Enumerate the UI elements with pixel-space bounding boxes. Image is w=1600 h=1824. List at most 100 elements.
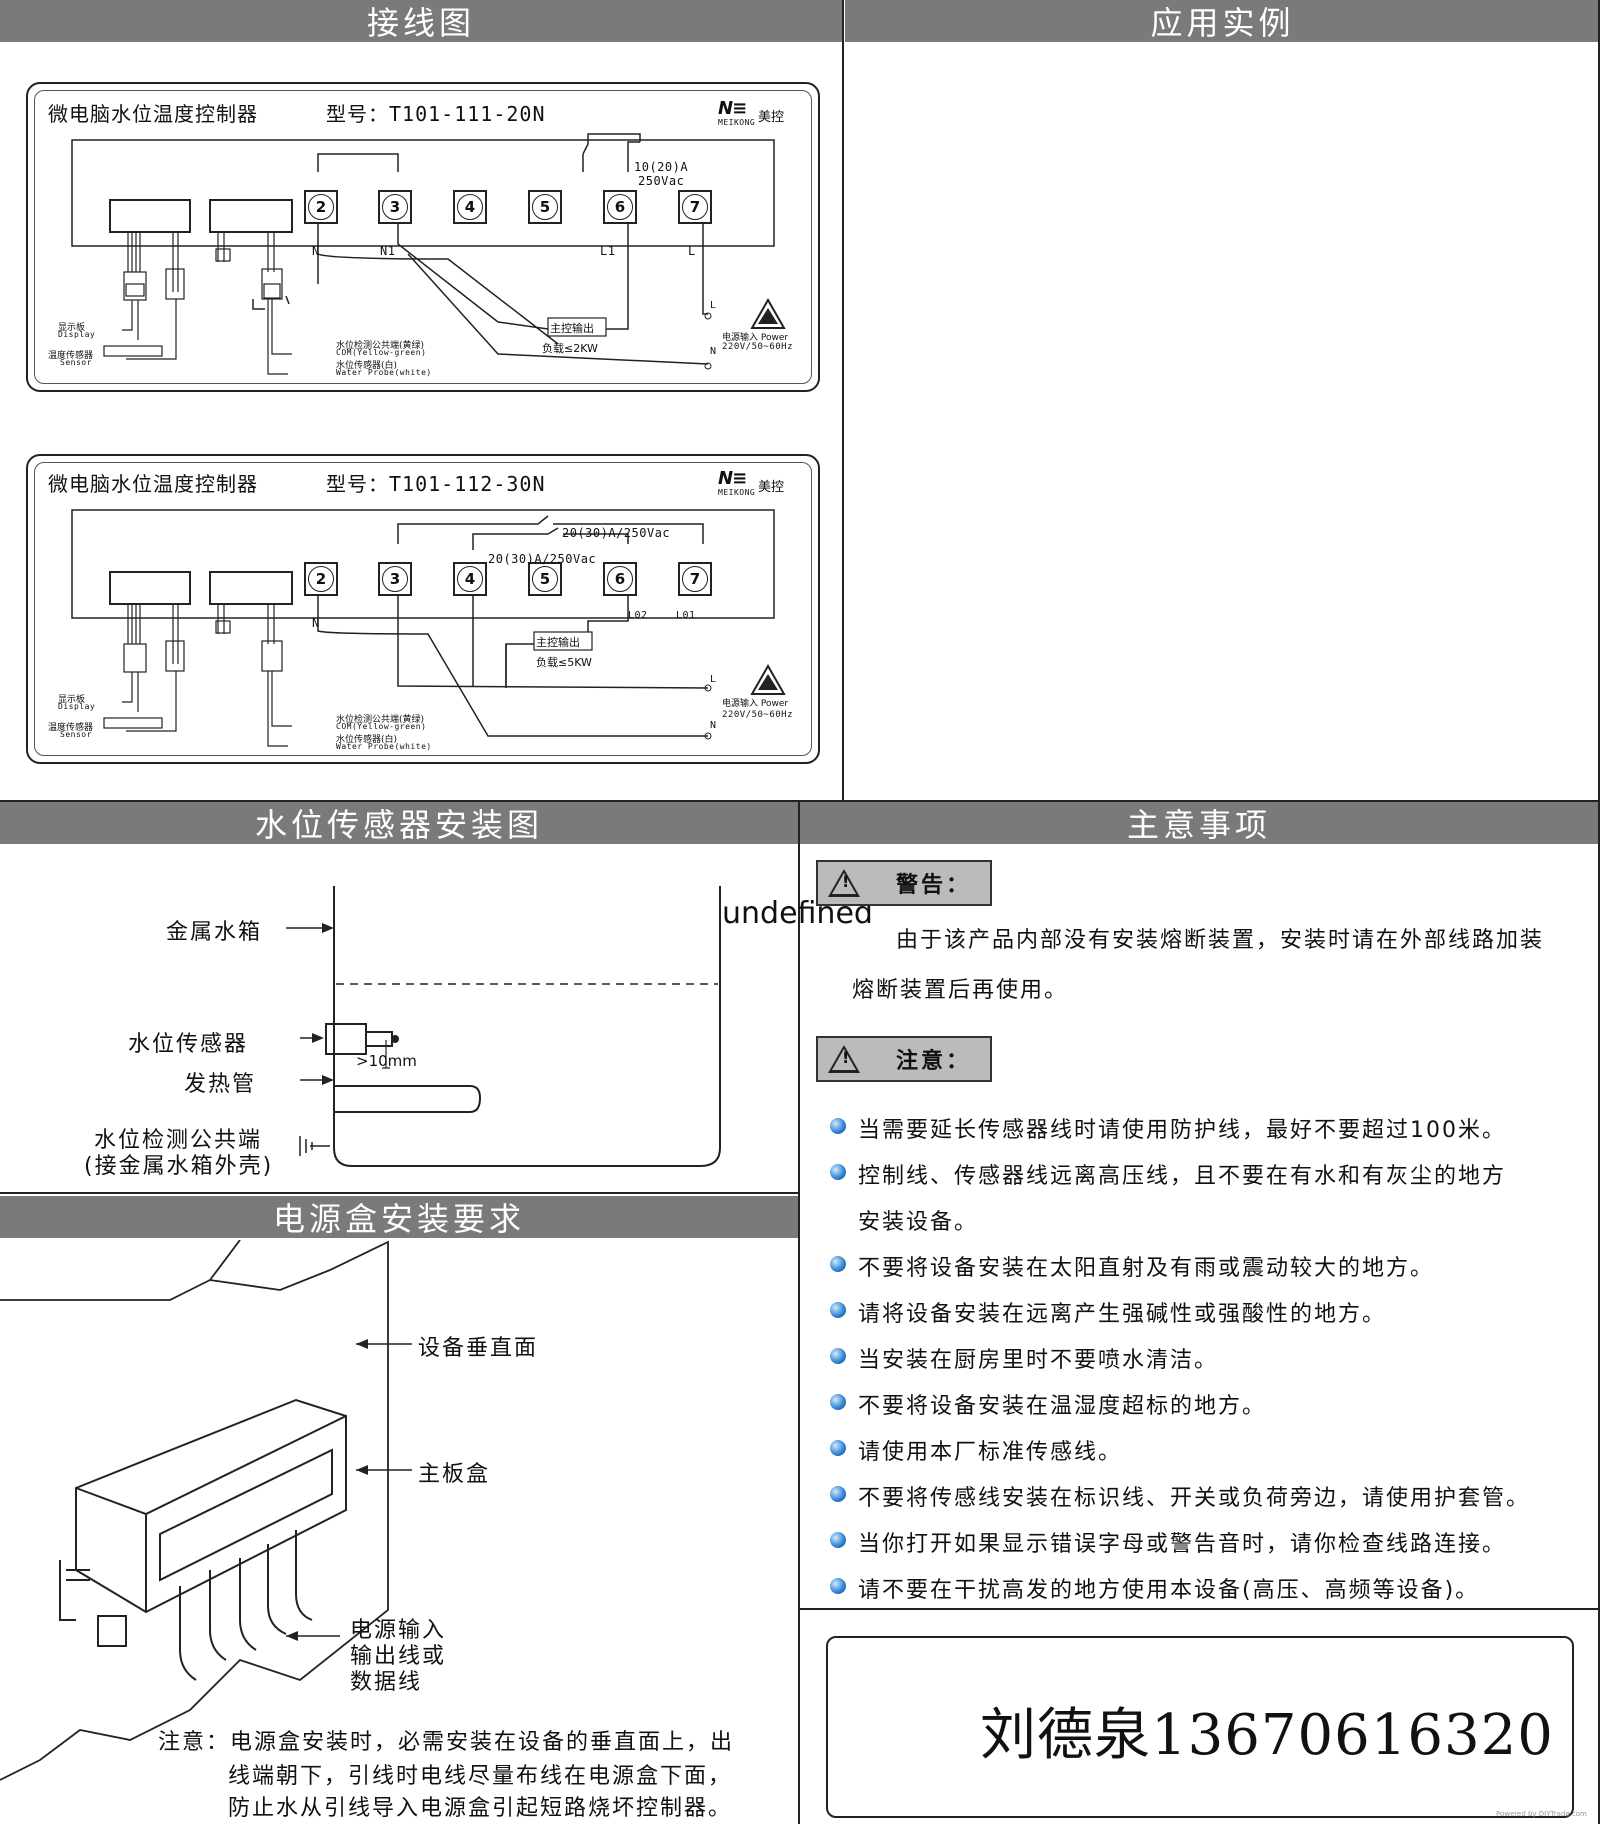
header-example: 应用实例 (845, 0, 1600, 42)
wiring-panel-1: 微电脑水位温度控制器 型号：T101-111-20N N≡ MEIKONG 美控 (26, 82, 820, 392)
panel-2-model: 型号：T101-112-30N (326, 472, 546, 496)
note-label: 注意： (896, 1049, 972, 1074)
bullet-icon (830, 1348, 846, 1364)
note-item-3: 不要将设备安装在太阳直射及有雨或震动较大的地方。 (830, 1250, 1434, 1282)
wires-label-1: 电源输入 (350, 1618, 447, 1643)
note-item-10: 请不要在干扰高发的地方使用本设备(高压、高频等设备)。 (830, 1572, 1479, 1604)
com-label-cn: 水位检测公共端(黄绿) (336, 341, 425, 351)
relay-voltage: 250Vac (638, 174, 685, 188)
logo-cn: 美控 (758, 110, 785, 125)
terminal-6: 6 (603, 190, 637, 224)
wires-label-3: 数据线 (350, 1670, 423, 1695)
bullet-icon (830, 1486, 846, 1502)
powerbox-note-1: 注意：电源盒安装时，必需安装在设备的垂直面上，出 (158, 1730, 735, 1755)
relay-rating: 10(20)A (634, 160, 689, 174)
box-label: 主板盒 (418, 1462, 491, 1487)
com-label-en-2: COM(Yellow-green) (336, 722, 427, 731)
surface-label: 设备垂直面 (418, 1336, 539, 1361)
note-item-6: 不要将设备安装在温湿度超标的地方。 (830, 1388, 1266, 1420)
logo-text-2: MEIKONG (718, 488, 756, 497)
temp-sensor-label-cn: 温度传感器 (48, 351, 94, 361)
powerbox-note-2: 线端朝下，引线时电线尽量布线在电源盒下面， (228, 1764, 733, 1789)
display-label-en: Display (58, 330, 96, 339)
power-voltage-label-2: 220V/50~60Hz (722, 710, 794, 720)
temp-sensor-label-cn-2: 温度传感器 (48, 723, 94, 733)
bullet-icon (830, 1578, 846, 1594)
note-item-2-continued: 安装设备。 (858, 1210, 979, 1235)
relay-a-label: 20(30)A/250Vac (562, 526, 671, 540)
load-label-2: 负载≤5KW (536, 656, 592, 669)
wiring-panel-2: 微电脑水位温度控制器 型号：T101-112-30N N≡ MEIKONG 美控 (26, 454, 820, 764)
watermark: Powered by DIYTrade.com (1496, 1810, 1587, 1818)
divider-top-center (842, 0, 844, 800)
sensor-label: 水位传感器 (128, 1032, 249, 1057)
panel-1-inner-border (34, 90, 812, 384)
main-output-label-2: 主控输出 (536, 636, 580, 649)
terminal-4b: 4 (453, 562, 487, 596)
warning-text-2: 熔断装置后再使用。 (852, 978, 1069, 1003)
warning-mark: ! (842, 872, 850, 891)
bullet-icon (830, 1440, 846, 1456)
divider-row1 (0, 800, 1600, 802)
note-item-8: 不要将传感线安装在标识线、开关或负荷旁边，请使用护套管。 (830, 1480, 1530, 1512)
meikong-logo: N≡ (718, 98, 747, 119)
terminal-3b: 3 (378, 562, 412, 596)
probe-label-cn-2: 水位传感器(白) (336, 735, 398, 745)
note-item-9: 当你打开如果显示错误字母或警告音时，请你检查线路连接。 (830, 1526, 1506, 1558)
note-mark: ! (842, 1048, 850, 1067)
probe-label-cn: 水位传感器(白) (336, 361, 398, 371)
com-label-en: COM(Yellow-green) (336, 348, 427, 357)
panel-1-wiring-diagram (71, 133, 786, 375)
note-item-4: 请将设备安装在远离产生强碱性或强酸性的地方。 (830, 1296, 1386, 1328)
bullet-icon (830, 1164, 846, 1180)
panel-2-inner-border (34, 462, 812, 756)
warning-box: ! 警告： (816, 860, 992, 906)
note-warning-icon (828, 1045, 860, 1073)
power-box-diagram (0, 1240, 412, 1781)
panel-2-title: 微电脑水位温度控制器 (48, 472, 258, 496)
note-item-5: 当安装在厨房里时不要喷水清洁。 (830, 1342, 1218, 1374)
contact-text: 刘德泉13670616320 (980, 1703, 1554, 1768)
panel-2-wiring-diagram (71, 509, 786, 747)
note-box: ! 注意： (816, 1036, 992, 1082)
note-item-2: 控制线、传感器线远离高压线，且不要在有水和有灰尘的地方 (830, 1158, 1506, 1190)
power-input-label-2: 电源输入 Power (722, 699, 789, 709)
terminal-6b: 6 (603, 562, 637, 596)
bullet-icon (830, 1302, 846, 1318)
bullet-icon (830, 1256, 846, 1272)
panel-1-model: 型号：T101-111-20N (326, 102, 546, 126)
common-label-2: (接金属水箱外壳) (84, 1154, 274, 1179)
terminal-5b: 5 (528, 562, 562, 596)
divider-right-edge (1598, 0, 1600, 1824)
power-voltage-label: 220V/50~60Hz (722, 342, 794, 352)
logo-cn-2: 美控 (758, 480, 785, 495)
bullet-icon (830, 1532, 846, 1548)
header-wiring: 接线图 (0, 0, 842, 42)
probe-label-en-2: Water Probe(white) (336, 742, 432, 751)
wires-label-2: 输出线或 (350, 1644, 447, 1669)
warning-label: 警告： (896, 873, 972, 898)
relay-b-label: 20(30)A/250Vac (488, 552, 597, 566)
header-sensor-install: 水位传感器安装图 (0, 802, 798, 844)
main-output-label: 主控输出 (550, 322, 594, 335)
contact-box: 刘德泉13670616320 (826, 1636, 1574, 1818)
divider-left-mid (0, 1192, 798, 1194)
divider-right-bottom (798, 1608, 1600, 1610)
warning-icon (828, 869, 860, 897)
sensor-install-diagram (286, 886, 721, 1167)
label-n: N (312, 244, 320, 258)
load-label: 负载≤2KW (542, 342, 598, 355)
divider-mid-center (798, 800, 800, 1824)
com-label-cn-2: 水位检测公共端(黄绿) (336, 715, 425, 725)
terminal-7: 7 (678, 190, 712, 224)
label-n1: N1 (380, 244, 396, 258)
label-l: L (688, 244, 696, 258)
tank-label: 金属水箱 (166, 920, 263, 945)
label-lo2: L02 (628, 610, 648, 621)
note-item-7: 请使用本厂标准传感线。 (830, 1434, 1122, 1466)
heater-label: 发热管 (184, 1072, 257, 1097)
display-label-cn-2: 显示板 (58, 695, 86, 705)
temp-sensor-label-en-2: Sensor (60, 730, 92, 739)
header-power-box: 电源盒安装要求 (0, 1196, 798, 1238)
distance-label: >10mm (356, 1052, 417, 1070)
